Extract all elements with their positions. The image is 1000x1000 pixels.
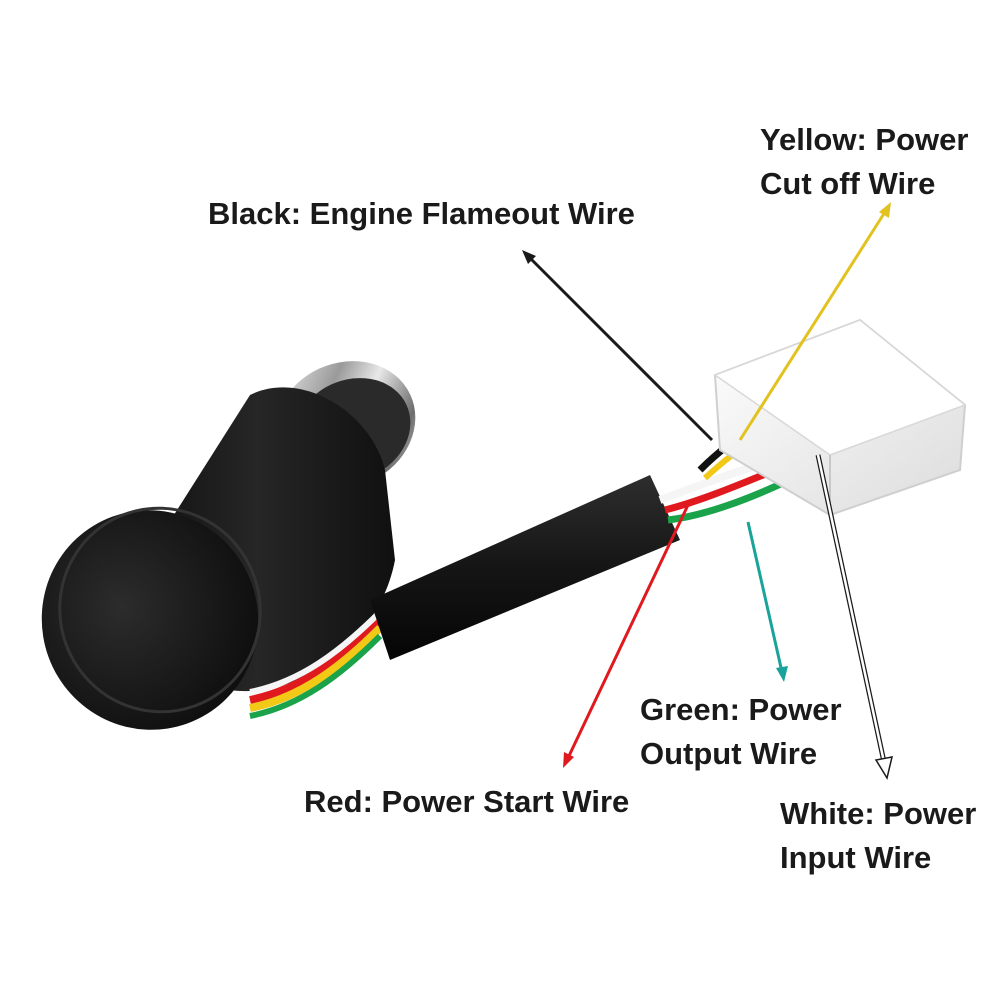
wire-bundle-left — [249, 609, 383, 719]
red-wire-arrow — [563, 504, 690, 768]
label-green-line-1: Green: Power — [640, 692, 842, 727]
label-green-line-2: Output Wire — [640, 736, 818, 771]
label-white-line-1: White: Power — [780, 796, 977, 831]
black-wire-arrow — [522, 250, 714, 442]
label-yellow-line-2: Cut off Wire — [760, 166, 936, 201]
white-4-pin-connector — [713, 318, 967, 517]
label-red-wire: Red: Power Start Wire — [304, 780, 629, 824]
yellow-wire-arrow — [738, 202, 891, 441]
black-sheath-cable — [370, 475, 680, 660]
label-white-line-2: Input Wire — [780, 840, 932, 875]
label-green-wire: Green: Power Output Wire — [640, 688, 842, 776]
pointer-arrows — [522, 202, 893, 780]
white-wire-arrow — [815, 454, 893, 780]
green-wire-arrow — [746, 521, 788, 682]
label-red-line-1: Red: Power Start Wire — [304, 784, 630, 819]
label-yellow-wire: Yellow: Power Cut off Wire — [760, 118, 968, 206]
black-rotary-switch — [41, 387, 395, 730]
label-black-wire: Black: Engine Flameout Wire — [208, 192, 635, 236]
label-black-line-1: Black: Engine Flameout Wire — [208, 196, 635, 231]
label-yellow-line-1: Yellow: Power — [760, 122, 969, 157]
label-white-wire: White: Power Input Wire — [780, 792, 976, 880]
